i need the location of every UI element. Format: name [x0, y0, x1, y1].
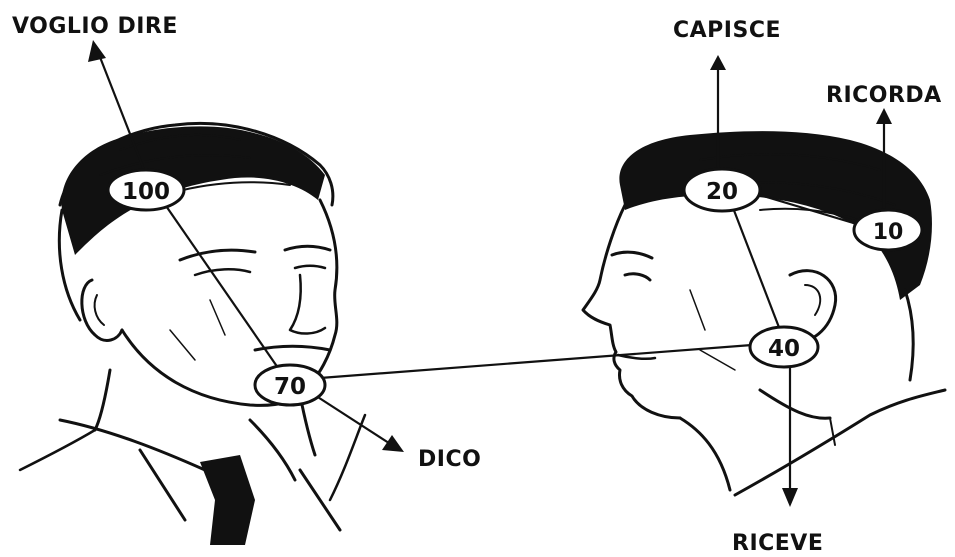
speaker-head-illustration [20, 123, 365, 545]
value-node-riceve: 40 [750, 327, 818, 367]
value-node-dico: 70 [255, 365, 325, 405]
value-node-voglio-dire: 100 [108, 170, 184, 210]
value-node-ricorda: 10 [854, 210, 922, 250]
label-capisce: CAPISCE [673, 18, 781, 43]
value-ricorda: 10 [873, 220, 904, 245]
label-dico: DICO [418, 447, 481, 472]
value-capisce: 20 [706, 179, 738, 205]
value-dico: 70 [274, 374, 306, 400]
value-voglio-dire: 100 [122, 179, 170, 205]
label-voglio-dire: VOGLIO DIRE [12, 14, 178, 39]
listener-head-illustration [583, 131, 945, 495]
value-node-capisce: 20 [684, 169, 760, 211]
label-riceve: RICEVE [732, 531, 823, 556]
connector-lines [88, 40, 892, 507]
value-riceve: 40 [768, 336, 800, 362]
label-ricorda: RICORDA [826, 83, 942, 108]
